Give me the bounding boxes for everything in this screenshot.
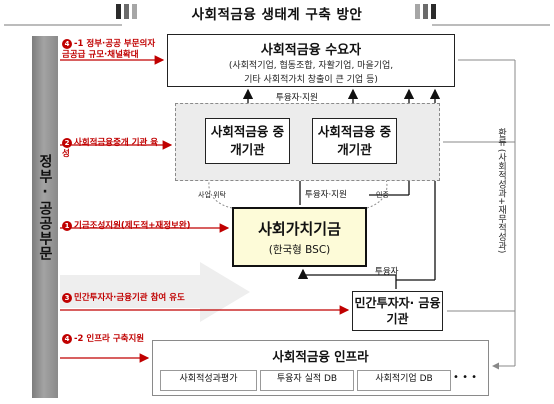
svf-subtitle: (한국형 BSC) [268, 244, 331, 256]
policy-number-badge: 1 [62, 221, 72, 231]
title-decoration-left-3 [132, 4, 137, 19]
title-bar: 사회적금융 생태계 구축 방안 [0, 0, 554, 26]
social-finance-demand-box: 사회적금융 수요자 (사회적기업, 협동조합, 자활기업, 마을기업, 기타 사… [167, 34, 455, 87]
demand-description-line2: 기타 사회적가치 창출이 큰 기업 등) [244, 75, 378, 85]
demand-description-line1: (사회적기업, 협동조합, 자활기업, 마을기업, [228, 61, 394, 71]
infra-item-social-performance: 사회적성과평가 [160, 370, 257, 391]
page-title: 사회적금융 생태계 구축 방안 [191, 7, 363, 23]
title-decoration-right-3 [431, 4, 436, 19]
title-decoration-left-1 [116, 4, 121, 19]
svf-title: 사회가치기금 [258, 220, 341, 238]
title-decoration-left-2 [124, 4, 129, 19]
policy-number-badge: 4 [62, 334, 72, 344]
policy-number-badge: 3 [62, 293, 72, 303]
title-underline-left [4, 24, 122, 26]
flow-label-certification: 인증 [376, 191, 389, 199]
flow-label-invest-mid: 투융자·지원 [305, 190, 347, 200]
policy-number-badge: 4 [62, 39, 72, 49]
intermediary-box-2: 사회적금융 중개기관 [312, 118, 397, 164]
social-value-fund-box: 사회가치기금 (한국형 BSC) [232, 207, 367, 267]
flow-label-invest-bottom: 투융자 [375, 267, 399, 277]
infra-item-social-enterprise-db: 사회적기업 DB [357, 370, 451, 391]
policy-label-4-2: 4-2 인프라 구축지원 [62, 334, 146, 345]
curve-certification [366, 167, 388, 209]
infra-title: 사회적금융 인프라 [272, 349, 369, 364]
policy-number-badge: 2 [62, 138, 72, 148]
infra-more-ellipsis: • • • [453, 372, 478, 383]
feedback-label: 환류 (사회적성과+재무적성과) [496, 128, 506, 254]
intermediary-box-1: 사회적금융 중개기관 [205, 118, 290, 164]
private-investor-box: 민간투자자· 금융기관 [352, 291, 443, 331]
title-decoration-right-2 [423, 4, 428, 19]
policy-label-4-1: 4-1 정부·공공 부문의자금공급 규모·채널확대 [62, 39, 156, 60]
social-finance-infra-box: 사회적금융 인프라 사회적성과평가 투융자 실적 DB 사회적기업 DB • •… [152, 340, 489, 396]
title-decoration-right-1 [415, 4, 420, 19]
infra-item-investment-db: 투융자 실적 DB [260, 370, 354, 391]
government-sector-label: 정부·공공부문 [37, 154, 53, 261]
background-arrow [60, 262, 250, 322]
government-sector-bar: 정부·공공부문 [32, 36, 58, 398]
title-underline-right [432, 24, 550, 26]
flow-label-invest-top: 투융자·지원 [276, 93, 318, 103]
flow-label-commission: 사업 위탁 [198, 191, 226, 199]
demand-title: 사회적금융 수요자 [260, 43, 362, 58]
